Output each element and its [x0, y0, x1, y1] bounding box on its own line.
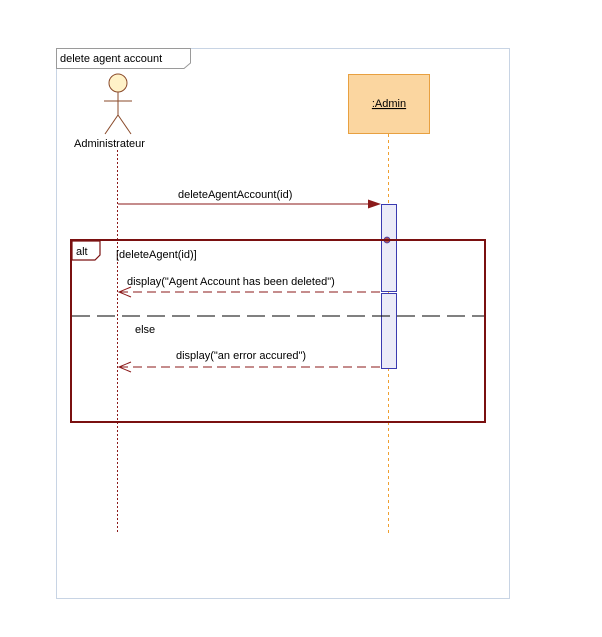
alt-operator-label: alt [76, 246, 88, 258]
reply-success-label: display("Agent Account has been deleted"… [127, 276, 335, 288]
call-arrowhead [368, 199, 381, 209]
alt-guard-condition: [deleteAgent(id)] [116, 249, 197, 261]
alt-operator-tab [71, 240, 101, 261]
alt-fragment [70, 239, 486, 423]
call-message-label: deleteAgentAccount(id) [178, 189, 292, 201]
reply-error-arrowhead [117, 361, 132, 373]
diagram-frame [56, 48, 510, 599]
actor-name: Administrateur [74, 138, 145, 150]
reply-error-label: display("an error accured") [176, 350, 306, 362]
object-box[interactable] [348, 74, 430, 134]
else-label: else [135, 324, 155, 336]
activation-bar [381, 293, 397, 369]
reply-success-arrowhead [117, 286, 132, 298]
activation-bar [381, 204, 397, 292]
frame-title: delete agent account [60, 53, 162, 65]
frame-title-tab [56, 48, 191, 69]
actor-icon [104, 73, 132, 135]
object-name: :Admin [372, 98, 406, 110]
